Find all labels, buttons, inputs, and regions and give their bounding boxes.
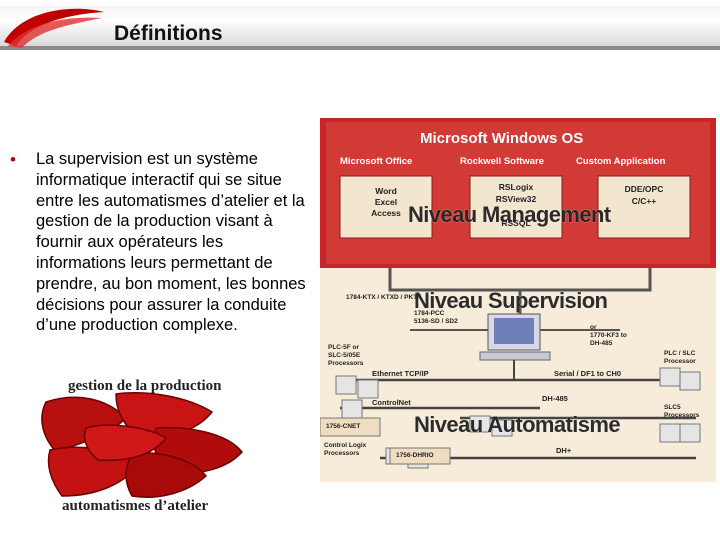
office-app-excel: Excel bbox=[374, 197, 398, 207]
diagram-graphics bbox=[320, 118, 716, 469]
header-gradient bbox=[0, 6, 720, 46]
dhrio-card-label: 1756-DHRIO bbox=[396, 452, 434, 459]
serial-label: Serial / DF1 to CH0 bbox=[554, 369, 622, 378]
custom-app-dde-opc: DDE/OPC bbox=[624, 184, 664, 194]
slc-right-label: SLC5 Processors bbox=[664, 404, 700, 419]
left-interface-label: 1784-KTX / KTXD / PKTX bbox=[346, 294, 422, 301]
os-title: Microsoft Windows OS bbox=[420, 130, 584, 147]
bullet-text: La supervision est un système informatiq… bbox=[36, 150, 306, 335]
custom-app-cpp: C/C++ bbox=[631, 196, 657, 206]
ethernet-label: Ethernet TCP/IP bbox=[372, 369, 429, 378]
bullet-dot: • bbox=[10, 150, 16, 169]
col-custom-header: Custom Application bbox=[576, 156, 666, 167]
col-rockwell-header: Rockwell Software bbox=[460, 156, 544, 167]
controlnet-label: ControlNet bbox=[372, 398, 411, 407]
right-interface-label: or 1770-KF3 to DH-485 bbox=[590, 324, 627, 347]
rockwell-app-rssql: RSSQL bbox=[501, 218, 531, 228]
overlay-niveau-automatisme: Niveau Automatisme bbox=[414, 412, 621, 437]
page-title: Définitions bbox=[114, 22, 223, 45]
header-bar: Définitions bbox=[0, 0, 720, 52]
cnet-card-label: 1756-CNET bbox=[326, 423, 361, 430]
petal-label-gestion: gestion de la production bbox=[68, 378, 222, 394]
petal-label-automatismes: automatismes d’atelier bbox=[62, 498, 209, 514]
petals-graphic bbox=[41, 392, 243, 498]
dhplus-label: DH+ bbox=[556, 446, 572, 455]
architecture-diagram: Microsoft Windows OS Microsoft Office Ro… bbox=[320, 118, 716, 482]
rockwell-app-rslogix: RSLogix bbox=[498, 182, 534, 192]
left-interface-sub-label: 1784-PCC 5136-SD / SD2 bbox=[414, 310, 458, 325]
plc-left-label: PLC-5F or SLC-5/05E Processors bbox=[328, 344, 364, 367]
plc-right-label: PLC / SLC Processor bbox=[664, 350, 696, 365]
dh485-label: DH-485 bbox=[542, 394, 568, 403]
logo-swoosh-icon bbox=[4, 8, 104, 48]
overlay-niveau-management: Niveau Management bbox=[408, 202, 611, 227]
controllogix-label: Control Logix Processors bbox=[324, 442, 367, 457]
office-app-word: Word bbox=[375, 186, 397, 196]
office-app-access: Access bbox=[371, 208, 401, 218]
col-office-header: Microsoft Office bbox=[340, 156, 413, 167]
overlay-niveau-supervision: Niveau Supervision bbox=[414, 288, 608, 313]
rockwell-app-rsview: RSView32 bbox=[495, 194, 537, 204]
header-rule bbox=[0, 46, 720, 50]
